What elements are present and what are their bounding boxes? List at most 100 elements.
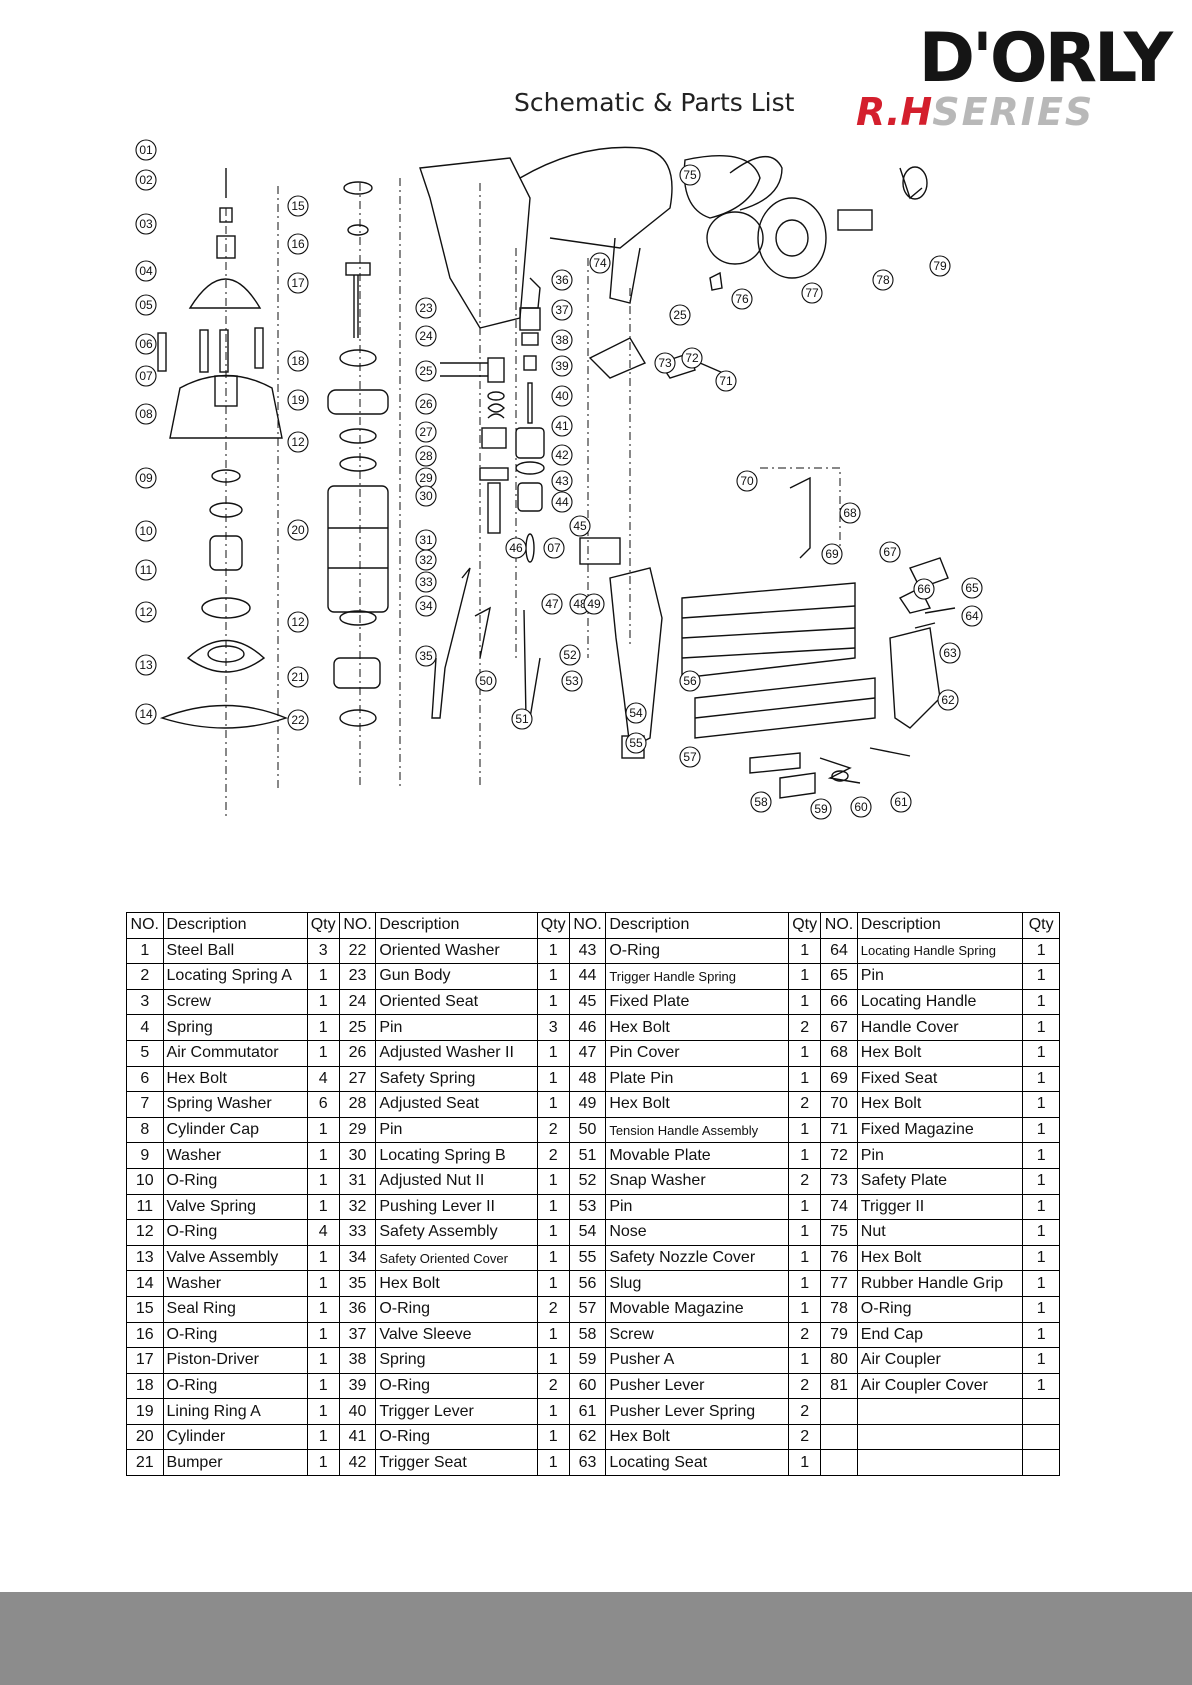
callout-marker: 62 bbox=[937, 689, 959, 711]
part-number: 47 bbox=[568, 1039, 607, 1067]
callout-marker: 74 bbox=[589, 252, 611, 274]
callout-circle bbox=[541, 593, 563, 615]
part-qty: 1 bbox=[536, 1065, 570, 1093]
part-number: 28 bbox=[338, 1091, 377, 1118]
part-number: 20 bbox=[126, 1423, 164, 1451]
callout-marker: 69 bbox=[821, 543, 843, 565]
callout-circle bbox=[879, 541, 901, 563]
callout-number: 66 bbox=[917, 582, 931, 596]
callout-number: 75 bbox=[683, 168, 697, 182]
part-qty: 2 bbox=[788, 1423, 822, 1451]
part-qty: 1 bbox=[306, 1142, 340, 1169]
callout-circle bbox=[135, 333, 157, 355]
callout-number: 78 bbox=[876, 273, 890, 287]
callout-marker: 64 bbox=[961, 605, 983, 627]
callout-circle bbox=[750, 791, 772, 813]
callout-number: 29 bbox=[419, 471, 433, 485]
page-title: Schematic & Parts List bbox=[514, 88, 795, 117]
callout-marker: 15 bbox=[287, 195, 309, 217]
part-qty: 1 bbox=[536, 963, 570, 990]
callout-marker: 43 bbox=[551, 470, 573, 492]
callout-number: 71 bbox=[719, 374, 733, 388]
part-description: Adjusted Seat bbox=[375, 1091, 538, 1118]
callout-number: 41 bbox=[555, 419, 569, 433]
part-description: Washer bbox=[162, 1142, 308, 1169]
callout-marker: 20 bbox=[287, 519, 309, 541]
part-qty: 6 bbox=[306, 1091, 340, 1118]
part-qty: 1 bbox=[1022, 937, 1060, 965]
callout-marker: 58 bbox=[750, 791, 772, 813]
callout-marker: 67 bbox=[879, 541, 901, 563]
part-description: Screw bbox=[605, 1321, 790, 1349]
part-qty: 1 bbox=[536, 1091, 570, 1118]
callout-marker: 76 bbox=[731, 288, 753, 310]
part-qty: 1 bbox=[306, 1014, 340, 1041]
part-number: 50 bbox=[568, 1116, 607, 1144]
part-qty: 1 bbox=[788, 1347, 822, 1374]
part-qty: 1 bbox=[306, 1039, 340, 1067]
part-qty: 1 bbox=[1022, 1372, 1060, 1400]
part-description: Rubber Handle Grip bbox=[856, 1270, 1024, 1297]
exploded-schematic-diagram: 0102030405060708091011121314151617181912… bbox=[135, 139, 983, 820]
part-number: 15 bbox=[126, 1295, 164, 1323]
part-number: 3 bbox=[126, 988, 164, 1016]
callout-marker: 38 bbox=[551, 329, 573, 351]
callout-number: 48 bbox=[573, 597, 587, 611]
callout-number: 72 bbox=[685, 351, 699, 365]
callout-marker: 73 bbox=[654, 352, 676, 374]
part-description: O-Ring bbox=[162, 1219, 308, 1246]
callout-circle bbox=[287, 389, 309, 411]
callout-circle bbox=[511, 708, 533, 730]
part-number: 72 bbox=[820, 1142, 858, 1169]
callout-number: 32 bbox=[419, 553, 433, 567]
callout-number: 12 bbox=[291, 615, 305, 629]
part-description: Movable Plate bbox=[605, 1142, 790, 1169]
callout-number: 68 bbox=[843, 506, 857, 520]
part-description: Gun Body bbox=[375, 963, 538, 990]
part-description: Spring bbox=[375, 1347, 538, 1374]
callout-number: 58 bbox=[754, 795, 768, 809]
callout-number: 55 bbox=[629, 736, 643, 750]
part-number: 22 bbox=[338, 937, 377, 965]
callout-marker: 13 bbox=[135, 654, 157, 676]
part-number: 1 bbox=[126, 937, 164, 965]
part-description: O-Ring bbox=[162, 1167, 308, 1195]
part-number: 73 bbox=[820, 1167, 858, 1195]
callout-marker: 63 bbox=[939, 642, 961, 664]
callout-marker: 34 bbox=[415, 595, 437, 617]
callout-number: 43 bbox=[555, 474, 569, 488]
header-no: NO. bbox=[126, 912, 164, 939]
callout-circle bbox=[715, 370, 737, 392]
callout-marker: 05 bbox=[135, 294, 157, 316]
callout-marker: 03 bbox=[135, 213, 157, 235]
callout-marker: 66 bbox=[913, 578, 935, 600]
part-description: Safety Assembly bbox=[375, 1219, 538, 1246]
callout-marker: 47 bbox=[541, 593, 563, 615]
part-description: Air Commutator bbox=[162, 1039, 308, 1067]
part-description: Air Coupler bbox=[856, 1347, 1024, 1374]
part-description: Locating Spring B bbox=[375, 1142, 538, 1169]
callout-marker: 41 bbox=[551, 415, 573, 437]
part-qty: 1 bbox=[306, 1270, 340, 1297]
callout-circle bbox=[135, 169, 157, 191]
callout-number: 65 bbox=[965, 581, 979, 595]
part-qty: 1 bbox=[306, 1449, 340, 1477]
part-number: 9 bbox=[126, 1142, 164, 1169]
callout-circle bbox=[415, 325, 437, 347]
header-description: Description bbox=[375, 912, 538, 939]
part-description: Piston-Driver bbox=[162, 1347, 308, 1374]
part-qty: 1 bbox=[306, 1347, 340, 1374]
part-number: 38 bbox=[338, 1347, 377, 1374]
callout-marker: 44 bbox=[551, 491, 573, 513]
callout-number: 12 bbox=[139, 605, 153, 619]
part-qty: 1 bbox=[1022, 1039, 1060, 1067]
callout-marker: 11 bbox=[135, 559, 157, 581]
callout-circle bbox=[135, 559, 157, 581]
callout-number: 19 bbox=[291, 393, 305, 407]
callout-circle bbox=[135, 601, 157, 623]
part-number: 79 bbox=[820, 1321, 858, 1349]
callout-circle bbox=[135, 403, 157, 425]
callout-circle bbox=[839, 502, 861, 524]
